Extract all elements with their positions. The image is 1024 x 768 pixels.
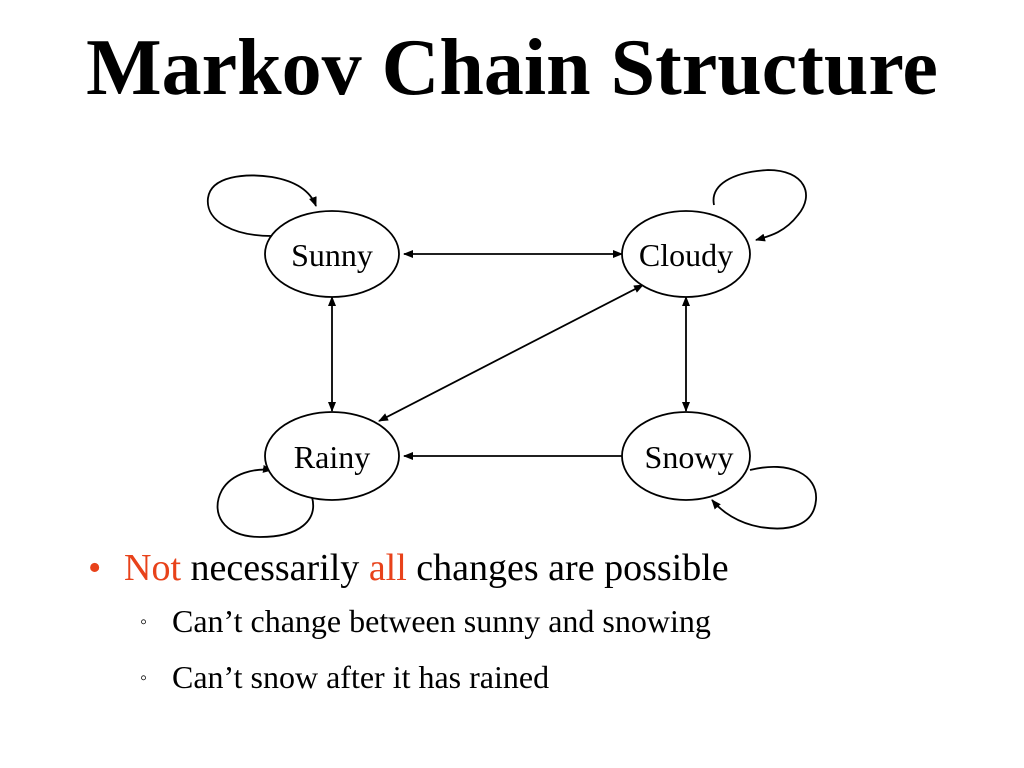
bullet-list: • Not necessarily all changes are possibl… bbox=[88, 542, 988, 706]
bullet-text-part: necessarily bbox=[181, 547, 369, 589]
self-loop-cloudy bbox=[712, 169, 807, 242]
sub-bullet-marker: ◦ bbox=[140, 667, 148, 689]
self-loop-snowy bbox=[711, 465, 817, 530]
edge-cloudy-rainy bbox=[378, 284, 644, 422]
sub-bullet-list: ◦Can’t change between sunny and snowing … bbox=[88, 594, 988, 706]
state-snowy-label: Snowy bbox=[645, 439, 734, 475]
sub-bullet-marker: ◦ bbox=[140, 611, 148, 633]
bullet-text-part: changes are possible bbox=[406, 547, 729, 589]
state-sunny-label: Sunny bbox=[291, 237, 373, 273]
state-cloudy-label: Cloudy bbox=[639, 237, 733, 273]
state-sunny: Sunny bbox=[264, 210, 400, 298]
self-loop-sunny bbox=[207, 174, 317, 237]
state-cloudy: Cloudy bbox=[621, 210, 751, 298]
highlight-not: Not bbox=[124, 547, 181, 589]
sub-bullet-text: Can’t snow after it has rained bbox=[172, 659, 550, 695]
sub-bullet-item: ◦ Can’t snow after it has rained bbox=[140, 650, 988, 706]
bullet-marker: • bbox=[88, 547, 102, 589]
bullet-item-main: • Not necessarily all changes are possibl… bbox=[88, 542, 988, 706]
state-snowy: Snowy bbox=[621, 411, 751, 501]
sub-bullet-item: ◦ Can’t change between sunny and snowing bbox=[140, 594, 988, 650]
sub-bullet-text: Can’t change between sunny and snowing bbox=[172, 603, 711, 639]
state-rainy-label: Rainy bbox=[294, 439, 370, 475]
slide-title: Markov Chain Structure bbox=[86, 24, 938, 112]
state-rainy: Rainy bbox=[264, 411, 400, 501]
self-loop-rainy bbox=[216, 464, 314, 538]
highlight-all: all bbox=[368, 547, 407, 589]
